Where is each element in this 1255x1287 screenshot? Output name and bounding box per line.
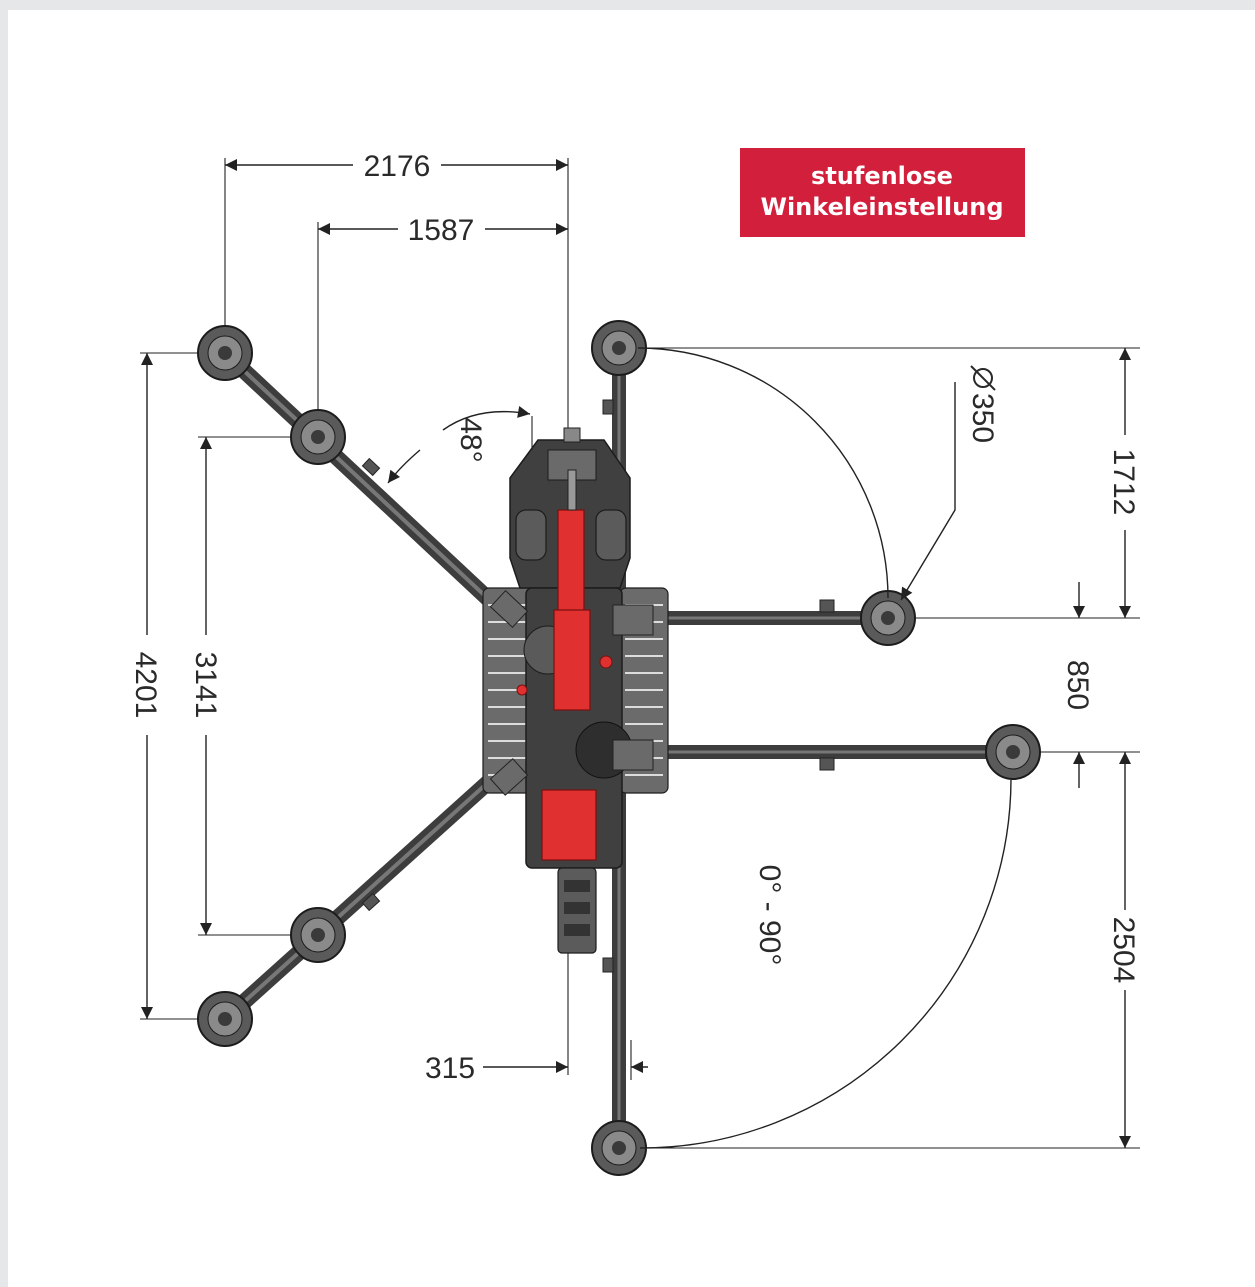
dim-850: 850 xyxy=(1061,660,1094,710)
dimension-lines xyxy=(141,159,1131,1148)
foot-bottom xyxy=(591,1120,647,1176)
outrigger-layout-diagram: stufenlose Winkeleinstellung xyxy=(129,148,1140,1176)
dim-350: 350 xyxy=(966,393,999,443)
dim-48-degree: 48° xyxy=(454,417,487,462)
dim-1587: 1587 xyxy=(408,214,475,247)
foot-upper-left xyxy=(197,325,253,381)
badge-line-2: Winkeleinstellung xyxy=(760,193,1003,221)
dimension-labels: 2176 1587 48° 350 1712 850 4201 3141 250… xyxy=(129,150,1140,1085)
dim-angle-range: 0° - 90° xyxy=(753,865,786,966)
diameter-symbol-icon xyxy=(970,365,996,391)
dim-diameter-350: 350 xyxy=(966,365,999,443)
foot-lower-left-inner xyxy=(290,907,346,963)
swing-arc-lower xyxy=(639,779,1012,1149)
foot-right-upper xyxy=(860,590,916,646)
foot-right-lower xyxy=(985,724,1041,780)
swing-arcs xyxy=(637,347,1012,1149)
dim-315: 315 xyxy=(425,1052,475,1085)
swing-arc-upper xyxy=(637,347,889,599)
foot-upper-left-inner xyxy=(290,409,346,465)
drawing-sheet: stufenlose Winkeleinstellung xyxy=(8,10,1255,1287)
foot-lower-left xyxy=(197,991,253,1047)
badge-background xyxy=(740,148,1025,237)
dim-4201: 4201 xyxy=(129,652,162,719)
dim-3141: 3141 xyxy=(189,652,222,719)
badge: stufenlose Winkeleinstellung xyxy=(740,148,1025,237)
dim-1712: 1712 xyxy=(1107,449,1140,516)
dim-2504: 2504 xyxy=(1107,917,1140,984)
outrigger-feet xyxy=(197,320,1041,1176)
badge-line-1: stufenlose xyxy=(811,162,953,190)
foot-top xyxy=(591,320,647,376)
dim-2176: 2176 xyxy=(364,150,431,183)
machine-body xyxy=(482,427,669,954)
